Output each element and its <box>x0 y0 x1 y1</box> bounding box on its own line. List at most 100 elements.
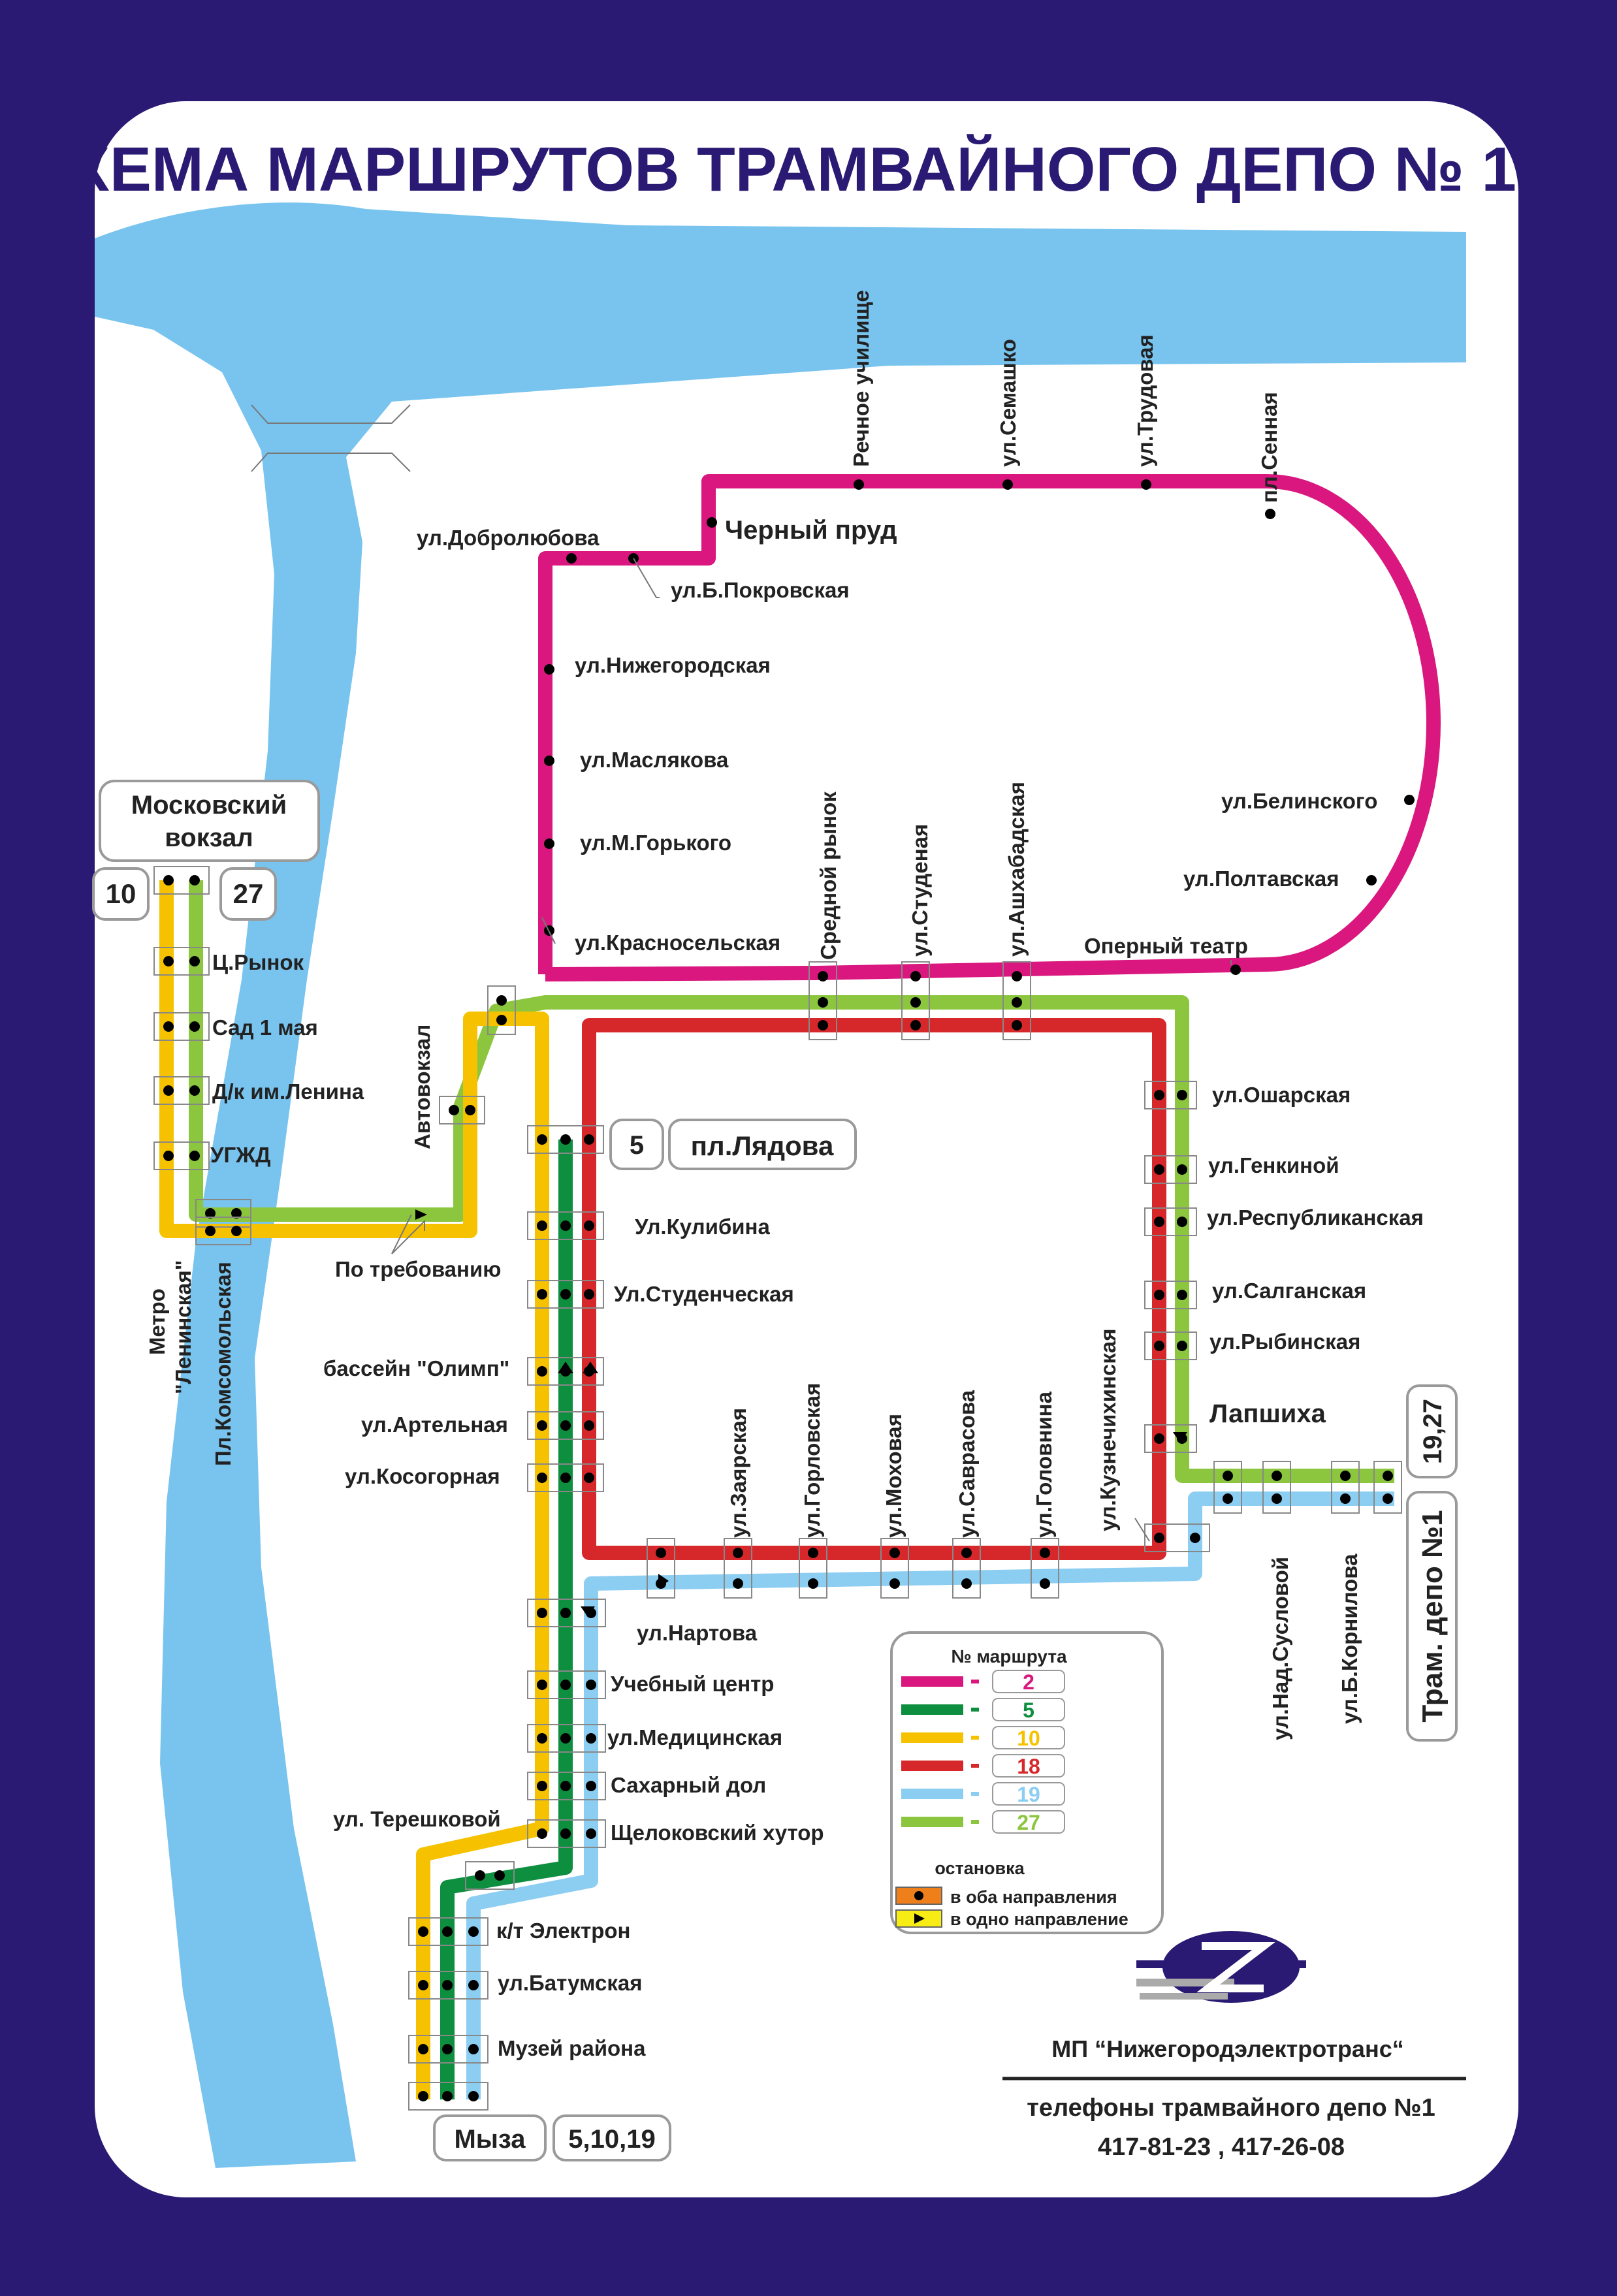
stop-dot <box>468 2044 479 2054</box>
label-maslyakova: ул.Маслякова <box>580 748 729 772</box>
stop-dot <box>163 1151 174 1161</box>
stop-box <box>153 947 210 976</box>
legend-num-box-18 <box>992 1754 1065 1778</box>
label-belinskogo: ул.Белинского <box>1221 789 1377 813</box>
stop-box <box>153 1012 210 1041</box>
stop-dot <box>544 664 554 675</box>
stop-dot <box>1002 479 1013 490</box>
lyadova-name: пл.Лядова <box>691 1130 834 1161</box>
legend-num-5: 5 <box>1023 1698 1034 1722</box>
stop-dot <box>1154 1433 1164 1444</box>
one-way-arrows <box>415 1209 1187 1617</box>
stop-dot <box>189 956 200 966</box>
label-semashko: ул.Семашко <box>996 339 1020 467</box>
label-trudovaya: ул.Трудовая <box>1133 334 1157 467</box>
stop-box <box>195 1217 251 1245</box>
stop-dot <box>468 2091 479 2101</box>
bridge-marks <box>251 404 411 472</box>
stop-box <box>1144 1424 1197 1453</box>
stop-dot <box>560 1220 571 1231</box>
stop-box <box>1144 1281 1197 1309</box>
label-b-kornilova: ул.Б.Корнилова <box>1337 1554 1362 1724</box>
arrow-lapshikha <box>1173 1432 1187 1443</box>
label-b-pokrovskaya: ул.Б.Покровская <box>671 578 850 602</box>
legend-num-box-5 <box>992 1698 1065 1721</box>
legend-title: № маршрута <box>951 1646 1067 1666</box>
stop-dot <box>205 1226 216 1236</box>
stop-dot <box>1154 1164 1164 1175</box>
legend-dash-18 <box>971 1764 979 1768</box>
arrow-po-trebovaniyu <box>415 1209 427 1220</box>
logo-zigzag <box>1196 1942 1275 1992</box>
label-studenaya: ул.Студеная <box>908 824 932 957</box>
stop-box <box>153 1076 210 1105</box>
legend-dash-10 <box>971 1736 979 1740</box>
stop-dot <box>1154 1217 1164 1227</box>
stop-dot <box>442 2044 453 2054</box>
stop-labels: ул.Добролюбова ул.Б.Покровская Черный пр… <box>210 516 1424 2060</box>
stop-box <box>1031 1538 1059 1599</box>
stop-dot <box>889 1578 900 1589</box>
label-meditsinskaya: ул.Медицинская <box>607 1725 782 1749</box>
stop-box <box>527 1411 604 1440</box>
stop-box <box>408 1971 488 2000</box>
river <box>95 202 1466 2169</box>
stop-dot <box>1404 795 1415 805</box>
stop-dot <box>1141 479 1151 490</box>
stop-box <box>408 2082 488 2111</box>
legend-one-label: в одно направление <box>950 1909 1129 1929</box>
mysa-name-box <box>433 2114 547 2161</box>
stop-dot <box>560 1781 571 1791</box>
stop-box <box>487 985 516 1035</box>
legend-one-arrow <box>914 1913 925 1924</box>
stop-dot <box>163 1021 174 1032</box>
stop-dot <box>560 1473 571 1483</box>
stop-dot <box>1012 1020 1022 1030</box>
stop-box <box>1002 961 1031 1040</box>
moskovsky-line1: Московский <box>131 791 287 820</box>
depot-name-box <box>1406 1491 1458 1742</box>
stop-dot <box>537 1366 547 1377</box>
legend-both-label: в оба направления <box>950 1887 1117 1907</box>
stop-box <box>724 1538 752 1599</box>
stop-dot <box>1012 971 1022 981</box>
stop-dot <box>496 1015 507 1025</box>
stop-dot <box>442 1980 453 1990</box>
stop-dot <box>189 1021 200 1032</box>
mysa-routes: 5,10,19 <box>568 2125 655 2154</box>
legend-dash-19 <box>971 1792 979 1796</box>
label-po-trebovaniyu: По требованию <box>335 1257 501 1281</box>
stop-dot <box>537 1473 547 1483</box>
stop-dot <box>818 971 828 981</box>
stop-dot <box>537 1134 547 1145</box>
stop-box <box>408 1917 488 1946</box>
stop-box <box>527 1819 606 1848</box>
stop-box <box>527 1599 606 1627</box>
stop-dot <box>808 1548 818 1558</box>
stop-dot <box>537 1420 547 1431</box>
stop-dot <box>586 1828 596 1839</box>
terminal-labels: Московский вокзал 10 27 5 пл.Лядова Мыза… <box>106 791 1449 2154</box>
stop-dot <box>1383 1493 1393 1504</box>
stop-dot <box>910 1020 921 1030</box>
stop-dot <box>1223 1471 1233 1481</box>
label-kuznechikhinskaya: ул.Кузнечихинская <box>1096 1329 1120 1531</box>
stop-dot <box>560 1828 571 1839</box>
stop-box <box>527 1125 604 1154</box>
stop-box <box>527 1724 606 1753</box>
stop-box <box>153 866 210 895</box>
stop-box <box>527 1670 606 1699</box>
stop-box <box>799 1538 827 1599</box>
stop-box <box>1144 1523 1210 1552</box>
stop-box <box>647 1538 675 1599</box>
stop-dot <box>442 2091 453 2101</box>
legend-num-2: 2 <box>1023 1670 1034 1694</box>
legend-swatch-2 <box>901 1676 963 1687</box>
route-2-line <box>538 474 1441 981</box>
stop-dot <box>584 1220 594 1231</box>
stop-dot <box>1272 1493 1282 1504</box>
legend-swatch-27 <box>901 1817 963 1827</box>
stop-dot <box>537 1781 547 1791</box>
stop-dot <box>1177 1290 1187 1300</box>
